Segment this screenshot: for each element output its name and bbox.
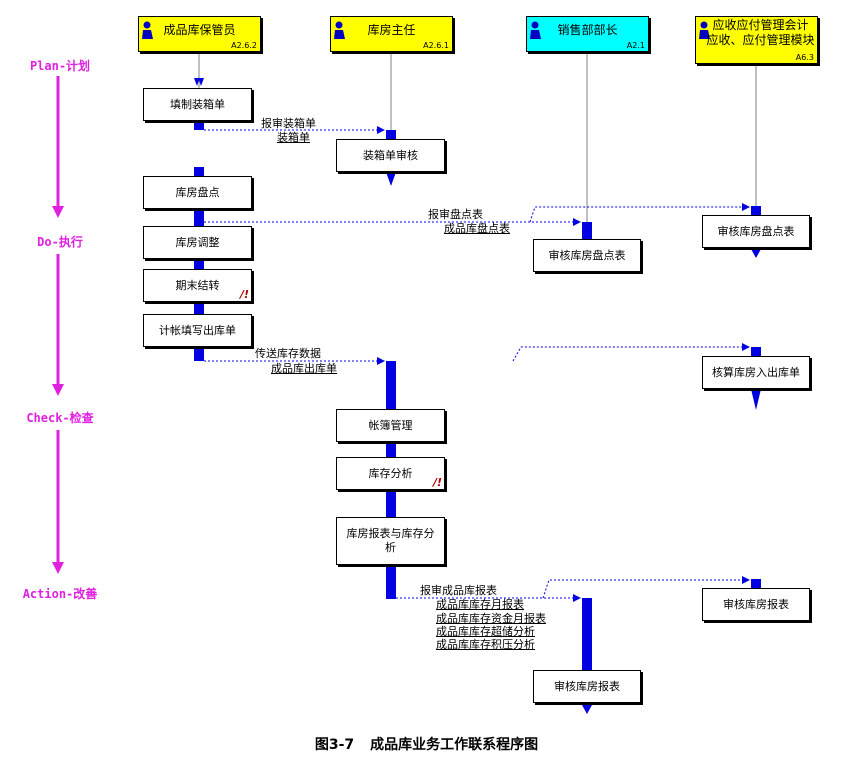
- activity-inventory-count: 库房盘点: [143, 176, 252, 209]
- role-director: 库房主任 A2.6.1: [330, 16, 453, 52]
- bar-acct-1: [751, 206, 761, 216]
- person-icon: [530, 21, 541, 39]
- activity-label: 装箱单审核: [363, 148, 418, 162]
- activation-bars: [194, 78, 761, 714]
- role-name-line1: 应收应付管理会计: [712, 18, 809, 32]
- person-icon: [142, 21, 153, 39]
- phase-plan: Plan-计划: [29, 59, 91, 73]
- activity-label: 计帐填写出库单: [159, 323, 236, 337]
- bar-acct-2: [751, 347, 761, 357]
- activity-label: 审核库房盘点表: [717, 224, 795, 238]
- bar-keeper-3: [194, 210, 204, 226]
- msg-doc: 成品库库存超储分析: [436, 625, 535, 638]
- activity-label: 库房调整: [175, 235, 220, 249]
- role-code: A2.6.1: [423, 41, 449, 50]
- bar-acct-2-end: [751, 389, 761, 410]
- warning-icon: /!: [432, 476, 442, 489]
- bar-sales-2: [582, 598, 592, 670]
- activity-label: 审核库房报表: [723, 597, 789, 611]
- activity-inventory-adjust: 库房调整: [143, 226, 252, 259]
- phase-check: Check-检查: [26, 411, 94, 425]
- bar-director-5: [386, 565, 396, 599]
- bar-director-1: [386, 130, 396, 142]
- role-code: A2.1: [626, 41, 645, 50]
- activity-label: 库房报表与库存分析: [346, 527, 435, 554]
- activity-label: 帐簿管理: [368, 418, 413, 432]
- role-name: 库房主任: [367, 23, 416, 37]
- activity-ledger-management: 帐簿管理: [336, 409, 445, 442]
- activity-post-outbound-slip: 计帐填写出库单: [143, 314, 252, 347]
- role-sales: 销售部部长 A2.1: [526, 16, 649, 52]
- msg-doc: 成品库库存月报表: [436, 598, 524, 611]
- lifelines: [198, 52, 757, 222]
- activity-report-and-analysis: 库房报表与库存分析: [336, 517, 445, 565]
- role-code: A6.3: [795, 53, 814, 62]
- msg-label: 报审装箱单: [261, 117, 316, 130]
- msg-label: 传送库存数据: [255, 347, 321, 360]
- msg-doc: 装箱单: [277, 131, 310, 144]
- bar-acct-3: [751, 579, 761, 589]
- activity-review-packing-list: 装箱单审核: [336, 139, 445, 172]
- activity-review-report-sales: 审核库房报表: [533, 670, 641, 703]
- activity-inventory-analysis: 库存分析 /!: [336, 457, 445, 490]
- bar-sales-1: [582, 222, 592, 240]
- phase-do: Do-执行: [37, 235, 83, 249]
- role-code: A2.6.2: [231, 41, 257, 50]
- bar-keeper-4: [194, 258, 204, 270]
- activity-label: 审核库房报表: [554, 679, 620, 693]
- bar-keeper-top: [194, 78, 204, 86]
- msg-arrow-inventory-acct: [529, 203, 750, 223]
- role-keeper: 成品库保管员 A2.6.2: [138, 16, 261, 52]
- activity-label: 审核库房盘点表: [548, 248, 626, 262]
- person-icon: [334, 21, 345, 39]
- person-icon: [699, 21, 710, 39]
- activity-review-count-sales: 审核库房盘点表: [533, 239, 641, 272]
- figure-title: 成品库业务工作联系程序图: [370, 737, 539, 753]
- bar-acct-1-end: [751, 249, 761, 258]
- figure-number: 图3-7: [314, 737, 355, 753]
- msg-arrow-report-acct: [542, 576, 750, 599]
- activity-label: 期末结转: [175, 278, 220, 292]
- msg-arrow-stock-acct: [512, 343, 750, 362]
- bar-director-1-end: [386, 172, 396, 186]
- msg-label: 报审成品库报表: [420, 584, 497, 597]
- bar-sales-end: [582, 705, 592, 714]
- msg-doc: 成品库出库单: [271, 362, 337, 375]
- bar-director-3: [386, 442, 396, 458]
- role-accountant: 应收应付管理会计应收、应付管理模块 A6.3: [695, 16, 818, 64]
- role-name: 应收应付管理会计应收、应付管理模块: [696, 18, 817, 48]
- activity-fill-packing-list: 填制装箱单: [143, 88, 252, 121]
- activity-label: 库房盘点: [175, 185, 220, 199]
- activity-label: 核算库房入出库单: [712, 365, 800, 379]
- role-name: 成品库保管员: [163, 23, 236, 37]
- activity-period-close: 期末结转 /!: [143, 269, 252, 302]
- bar-director-2: [386, 361, 396, 409]
- phase-action: Action-改善: [22, 587, 98, 601]
- bar-keeper-2: [194, 167, 204, 177]
- bar-keeper-1: [194, 120, 204, 130]
- bar-keeper-6: [194, 347, 204, 361]
- activity-review-report-acct: 审核库房报表: [702, 588, 810, 621]
- activity-review-count-acct: 审核库房盘点表: [702, 215, 810, 248]
- activity-label: 填制装箱单: [170, 97, 225, 111]
- message-arrows: [204, 126, 750, 602]
- role-name-line2: 应收、应付管理模块: [706, 33, 815, 47]
- msg-doc: 成品库库存资金月报表: [436, 612, 546, 625]
- msg-doc: 成品库库存积压分析: [436, 638, 535, 651]
- bar-keeper-5: [194, 303, 204, 315]
- activity-label: 库存分析: [368, 466, 413, 480]
- activity-account-in-out-slip: 核算库房入出库单: [702, 356, 810, 389]
- msg-doc: 成品库盘点表: [444, 222, 510, 235]
- warning-icon: /!: [239, 288, 249, 301]
- figure-caption: 图3-7 成品库业务工作联系程序图: [0, 734, 853, 754]
- msg-label: 报审盘点表: [428, 208, 483, 221]
- role-name: 销售部部长: [557, 23, 618, 37]
- bar-director-4: [386, 490, 396, 518]
